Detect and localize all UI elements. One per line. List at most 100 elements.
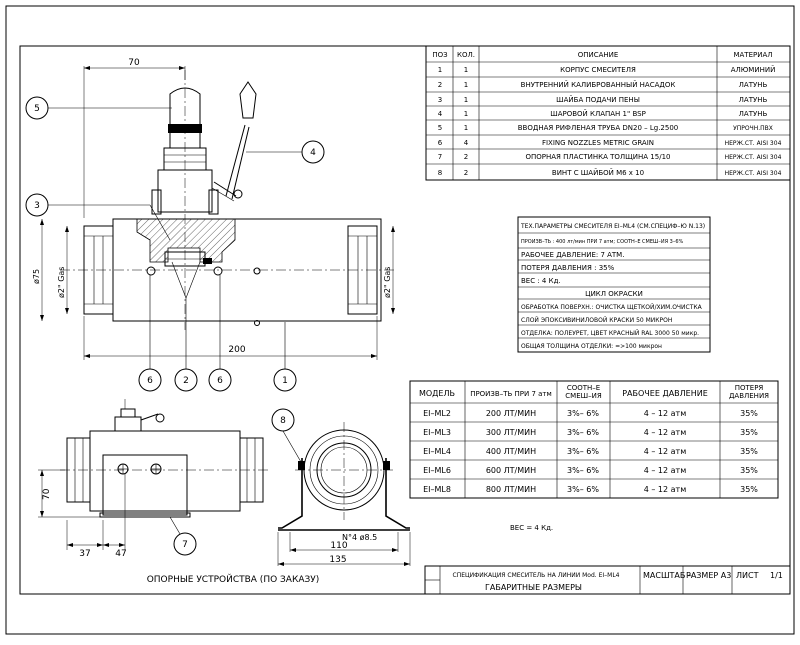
balloon-2: 2 <box>171 261 201 392</box>
dim-left-inner: ø2" Gas <box>57 267 66 298</box>
title-spec: СПЕЦИФИКАЦИЯ СМЕСИТЕЛЬ НА ЛИНИИ Mod. EI–… <box>453 572 620 579</box>
svg-text:35%: 35% <box>740 485 758 494</box>
dim-left-outer: ø75 <box>32 269 41 284</box>
svg-text:ЛАТУНЬ: ЛАТУНЬ <box>739 81 768 89</box>
spec-header-pos: ПОЗ <box>432 51 448 59</box>
model-row: EI–ML3 300 ЛТ/МИН 3%– 6% 4 – 12 атм 35% <box>423 428 758 437</box>
paint-line-1: ОБРАБОТКА ПОВЕРХН.: ОЧИСТКА ЩЕТКОЙ/ХИМ.О… <box>521 304 703 311</box>
svg-text:2: 2 <box>464 153 468 161</box>
tech-capacity: ПРОИЗВ–ТЬ : 400 лт/мин ПРИ 7 атм; СООТН–… <box>521 239 684 245</box>
main-section-view: 70 200 ø75 ø2" Gas ø2" Gas 5 3 <box>25 58 395 392</box>
paint-line-3: ОТДЕЛКА: ПОЛЕУРЕТ, ЦВЕТ КРАСНЫЙ RAL 3000… <box>521 330 699 337</box>
svg-text:УПРОЧН.ПВХ: УПРОЧН.ПВХ <box>733 125 773 132</box>
svg-text:35%: 35% <box>740 428 758 437</box>
svg-text:5: 5 <box>34 104 40 114</box>
paint-line-4: ОБЩАЯ ТОЛЩИНА ОТДЕЛКИ: =>100 микрон <box>521 343 662 350</box>
model-header-capacity: ПРОИЗВ–ТЬ ПРИ 7 атм <box>470 390 552 398</box>
fixing-nozzle-icon <box>213 266 223 276</box>
support-dim-outer: 135 <box>329 555 346 565</box>
svg-text:EI–ML8: EI–ML8 <box>423 485 451 494</box>
svg-text:4 – 12 атм: 4 – 12 атм <box>644 485 687 494</box>
svg-text:НЕРЖ.СТ. AISI 304: НЕРЖ.СТ. AISI 304 <box>725 154 782 161</box>
svg-text:ШАРОВОЙ КЛАПАН 1" BSP: ШАРОВОЙ КЛАПАН 1" BSP <box>550 109 646 118</box>
model-row: EI–ML2 200 ЛТ/МИН 3%– 6% 4 – 12 атм 35% <box>423 409 758 418</box>
svg-text:НЕРЖ.СТ. AISI 304: НЕРЖ.СТ. AISI 304 <box>725 140 782 147</box>
svg-text:35%: 35% <box>740 447 758 456</box>
spec-row: 5 1 ВВОДНАЯ РИФЛЕНАЯ ТРУБА DN20 – Lg.250… <box>438 124 773 132</box>
support-dim-left: 37 <box>79 549 90 559</box>
svg-text:2: 2 <box>438 81 442 89</box>
svg-text:2: 2 <box>464 169 468 177</box>
svg-text:EI–ML3: EI–ML3 <box>423 428 451 437</box>
svg-text:ЛАТУНЬ: ЛАТУНЬ <box>739 110 768 118</box>
svg-text:4: 4 <box>464 139 469 147</box>
svg-text:3%– 6%: 3%– 6% <box>567 447 599 456</box>
svg-text:6: 6 <box>438 139 443 147</box>
tech-title: ТЕХ.ПАРАМЕТРЫ СМЕСИТЕЛЯ EI–ML4 (СМ.СПЕЦИ… <box>520 223 705 230</box>
svg-text:3%– 6%: 3%– 6% <box>567 466 599 475</box>
paint-line-2: СЛОЙ ЭПОКСИВИНИЛОВОЙ КРАСКИ 50 МИКРОН <box>521 317 672 324</box>
svg-text:3: 3 <box>34 201 40 211</box>
tech-params-box: ТЕХ.ПАРАМЕТРЫ СМЕСИТЕЛЯ EI–ML4 (СМ.СПЕЦИ… <box>517 216 711 353</box>
spec-header-mat: МАТЕРИАЛ <box>733 51 772 59</box>
support-side-holes: N°4 ø8.5 <box>342 533 377 542</box>
svg-text:ОПОРНАЯ ПЛАСТИНКА ТОЛЩИНА 15/1: ОПОРНАЯ ПЛАСТИНКА ТОЛЩИНА 15/10 <box>525 153 670 161</box>
support-caption: ОПОРНЫЕ УСТРОЙСТВА (ПО ЗАКАЗУ) <box>147 573 320 585</box>
svg-text:1: 1 <box>464 124 468 132</box>
balloon-7: 7 <box>169 516 197 556</box>
svg-text:5: 5 <box>438 124 442 132</box>
svg-text:ВНУТРЕННИЙ КАЛИБРОВАННЫЙ НАСАД: ВНУТРЕННИЙ КАЛИБРОВАННЫЙ НАСАДОК <box>521 80 676 89</box>
svg-text:3%– 6%: 3%– 6% <box>567 409 599 418</box>
title-scale: МАСШТАБ – <box>643 571 692 580</box>
balloon-6b: 6 <box>208 275 232 392</box>
fixing-nozzle-icon <box>254 320 260 326</box>
svg-text:400 ЛТ/МИН: 400 ЛТ/МИН <box>486 447 536 456</box>
svg-text:600 ЛТ/МИН: 600 ЛТ/МИН <box>486 466 536 475</box>
svg-text:1: 1 <box>282 376 288 386</box>
fixing-nozzle-icon <box>253 267 261 275</box>
svg-text:4: 4 <box>310 148 316 158</box>
svg-text:НЕРЖ.СТ. AISI 304: НЕРЖ.СТ. AISI 304 <box>725 170 782 177</box>
support-side-view: 8 N°4 ø8.5 110 135 <box>271 408 411 566</box>
svg-text:ШАЙБА ПОДАЧИ ПЕНЫ: ШАЙБА ПОДАЧИ ПЕНЫ <box>556 95 640 104</box>
dim-top-label: 70 <box>128 58 140 68</box>
model-row: EI–ML4 400 ЛТ/МИН 3%– 6% 4 – 12 атм 35% <box>423 447 758 456</box>
svg-text:6: 6 <box>217 376 223 386</box>
svg-text:3: 3 <box>438 96 442 104</box>
tech-working-pressure: РАБОЧЕЕ ДАВЛЕНИЕ: 7 АТМ. <box>521 251 624 259</box>
inner-frame <box>19 45 791 595</box>
dim-right: ø2" Gas <box>383 267 392 298</box>
svg-text:1: 1 <box>464 110 468 118</box>
spec-row: 2 1 ВНУТРЕННИЙ КАЛИБРОВАННЫЙ НАСАДОК ЛАТ… <box>438 80 768 89</box>
title-sheet: ЛИСТ <box>736 571 759 580</box>
spec-header-desc: ОПИСАНИЕ <box>578 51 619 59</box>
fixing-nozzle-icon <box>146 266 156 276</box>
svg-text:4 – 12 атм: 4 – 12 атм <box>644 447 687 456</box>
title-block: СПЕЦИФИКАЦИЯ СМЕСИТЕЛЬ НА ЛИНИИ Mod. EI–… <box>424 565 791 595</box>
support-dim-inner: 110 <box>330 541 347 551</box>
svg-text:1: 1 <box>464 81 468 89</box>
model-header-ratio: СООТН–Е СМЕШ–ИЯ <box>565 384 602 400</box>
model-row: EI–ML6 600 ЛТ/МИН 3%– 6% 4 – 12 атм 35% <box>423 466 758 475</box>
support-dim-right: 47 <box>115 549 126 559</box>
title-subtitle: ГАБАРИТНЫЕ РАЗМЕРЫ <box>485 583 582 592</box>
svg-text:1: 1 <box>438 66 442 74</box>
model-weight-note: ВЕС = 4 Кд. <box>510 524 553 532</box>
svg-text:4: 4 <box>438 110 443 118</box>
svg-text:4 – 12 атм: 4 – 12 атм <box>644 466 687 475</box>
balloon-3: 3 <box>25 193 171 241</box>
spec-row: 7 2 ОПОРНАЯ ПЛАСТИНКА ТОЛЩИНА 15/10 НЕРЖ… <box>438 153 782 161</box>
model-header-model: МОДЕЛЬ <box>419 389 455 398</box>
svg-text:7: 7 <box>182 540 188 550</box>
title-sheet-no: 1/1 <box>770 571 783 580</box>
spec-row: 3 1 ШАЙБА ПОДАЧИ ПЕНЫ ЛАТУНЬ <box>438 95 768 104</box>
balloon-8: 8 <box>271 408 302 463</box>
svg-text:ЛАТУНЬ: ЛАТУНЬ <box>739 96 768 104</box>
svg-text:300 ЛТ/МИН: 300 ЛТ/МИН <box>486 428 536 437</box>
svg-text:3%– 6%: 3%– 6% <box>567 428 599 437</box>
svg-text:FIXING NOZZLES METRIC GRAIN: FIXING NOZZLES METRIC GRAIN <box>542 139 654 147</box>
svg-text:35%: 35% <box>740 409 758 418</box>
tech-pressure-loss: ПОТЕРЯ ДАВЛЕНИЯ : 35% <box>521 264 615 272</box>
svg-text:ВВОДНАЯ РИФЛЕНАЯ ТРУБА DN20 –: ВВОДНАЯ РИФЛЕНАЯ ТРУБА DN20 – Lg.2500 <box>518 124 678 132</box>
